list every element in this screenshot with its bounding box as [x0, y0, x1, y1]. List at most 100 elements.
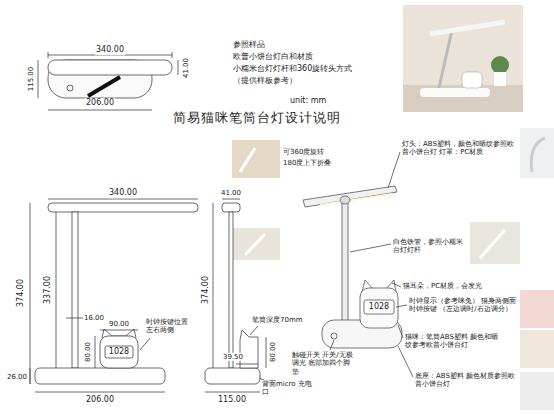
photo	[520, 330, 554, 368]
photo-bg	[403, 5, 523, 112]
dimension: 337.00	[43, 275, 53, 305]
photo-lamp	[245, 234, 265, 255]
dimension: 41.00	[182, 57, 190, 79]
table	[403, 85, 523, 112]
photo	[232, 140, 280, 178]
touch-switch	[331, 333, 337, 339]
base	[205, 368, 260, 384]
base	[420, 88, 490, 97]
note: 1028	[109, 347, 129, 357]
arm-end	[222, 203, 240, 212]
dimension: 90.00	[108, 320, 130, 328]
pole	[72, 212, 78, 368]
dim-line	[222, 199, 240, 200]
leader	[392, 283, 401, 287]
pole	[342, 202, 348, 328]
dimension: 206.00	[85, 98, 115, 108]
note: 180度上下折叠	[283, 159, 331, 167]
note: 时钟按键位置 左右两侧	[146, 318, 192, 335]
photo-lamp	[240, 148, 255, 172]
dimension: 39.50	[222, 353, 244, 361]
leader	[330, 340, 334, 350]
arm	[430, 22, 505, 34]
cat-body	[360, 288, 398, 328]
note: 猫咪：笔筒ABS塑料 颜色和晒纹参考欧普小饼台灯	[405, 333, 505, 350]
photo-lamp	[531, 138, 545, 172]
stripe	[88, 77, 120, 96]
photo	[520, 290, 554, 328]
dim-line	[236, 364, 258, 365]
small-photos	[232, 128, 554, 410]
dimension: 16.00	[83, 314, 105, 322]
note: 1028	[369, 302, 389, 312]
base	[35, 368, 165, 384]
dimension: 115.00	[27, 66, 35, 93]
note: 触碰开关 开关/无极调光 底部加四个脚垫	[292, 351, 354, 376]
dim-line	[95, 336, 96, 368]
dim-line	[266, 337, 267, 368]
dimension: 374.00	[201, 275, 211, 305]
arm	[48, 203, 198, 212]
pole	[438, 30, 452, 92]
note: 欧普小饼台灯白和材质	[233, 52, 313, 62]
leader	[350, 244, 391, 252]
lamp-head	[303, 186, 397, 207]
dim-line	[178, 60, 179, 75]
dim-line	[48, 199, 198, 200]
note: 底座：ABS塑料 颜色材质参照欧普小饼台灯	[415, 372, 517, 389]
side-view	[205, 199, 266, 392]
joint	[340, 196, 350, 204]
photo	[520, 128, 554, 178]
note: unit: mm	[290, 96, 326, 106]
front-view	[30, 199, 198, 392]
display	[105, 346, 133, 358]
note: 白色铁管，参照小糯米台灯灯杆	[393, 238, 469, 255]
leader	[398, 346, 413, 377]
note: 可360度旋转	[283, 148, 324, 156]
leader	[140, 338, 150, 350]
dimension: 374.00	[16, 278, 26, 308]
note: （提供样板参考）	[233, 76, 297, 86]
note: 笔筒深度70mm	[252, 316, 303, 324]
dim-tick	[172, 52, 173, 58]
dim-line	[56, 212, 57, 368]
power-icon	[67, 85, 73, 91]
pole	[229, 212, 233, 368]
photo	[470, 222, 520, 264]
leader	[388, 152, 400, 188]
dimension: 206.00	[85, 395, 115, 405]
note: 参照样品	[233, 40, 265, 50]
dimension: 41.00	[220, 189, 242, 197]
leader	[396, 305, 407, 307]
leader	[398, 325, 403, 338]
photo	[232, 228, 280, 260]
leader	[259, 378, 264, 380]
cat-body	[100, 336, 138, 368]
dimension: 80.00	[84, 341, 92, 363]
pot	[494, 72, 506, 86]
dim-line	[205, 392, 260, 393]
dim-line	[48, 110, 152, 111]
dim-line	[30, 203, 31, 384]
dimension: 80.00	[269, 341, 277, 363]
leader	[250, 326, 258, 335]
plant	[491, 56, 509, 74]
top-view	[38, 52, 178, 110]
dimension: 340.00	[95, 45, 125, 55]
dim-line	[30, 368, 31, 384]
dim-line	[35, 392, 165, 393]
photo-top	[403, 5, 523, 112]
note: 猫耳朵，PC材质，会发光	[403, 282, 482, 290]
note: 小糯米台灯灯杆和360旋转头方式	[233, 64, 352, 74]
dimension: 115.00	[217, 395, 247, 405]
arm-outline	[48, 60, 172, 75]
render-3d	[303, 186, 402, 348]
dim-line	[66, 318, 84, 319]
title: 简易猫咪笔筒台灯设计说明	[173, 110, 341, 126]
dim-line	[38, 60, 39, 98]
photo	[520, 372, 554, 410]
dimension: 26.00	[6, 373, 28, 381]
note: 背面micro 充电口	[262, 380, 316, 397]
cat-profile	[240, 330, 258, 368]
dim-tick	[48, 52, 49, 58]
